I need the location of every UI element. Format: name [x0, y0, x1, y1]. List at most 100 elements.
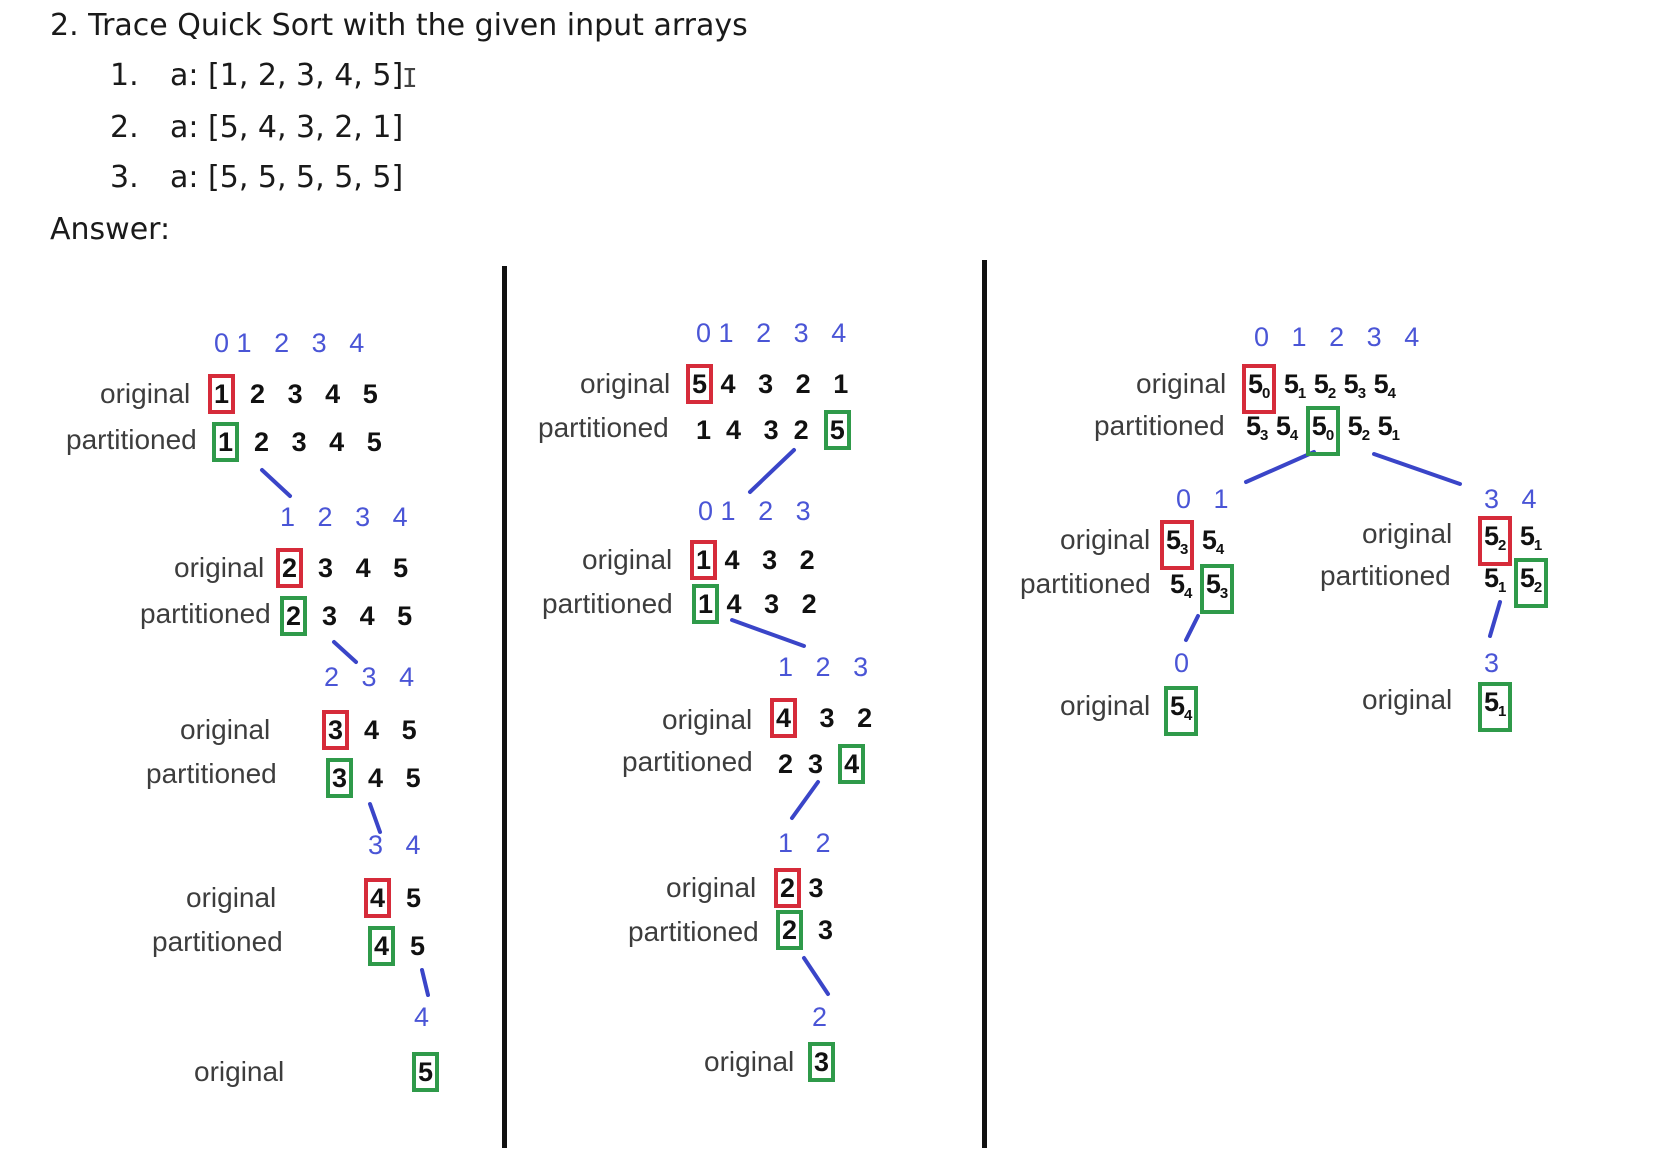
array-value: 1	[833, 369, 849, 399]
pivot-original-box: 53	[1160, 520, 1195, 570]
value-subscript: 0	[1325, 427, 1335, 444]
index-label: 4	[1521, 484, 1537, 514]
original-label: original	[174, 552, 265, 583]
original-label: original	[704, 1046, 795, 1077]
connector-line	[420, 968, 430, 997]
index-label: 4	[1404, 322, 1420, 352]
array-value: 5	[393, 553, 409, 583]
array-value: 4	[724, 545, 740, 575]
partitioned-array: 54 53	[1170, 564, 1235, 614]
array-value: 4	[359, 601, 375, 631]
value-subscript: 3	[1219, 585, 1229, 602]
index-label: 3	[368, 830, 384, 860]
original-array: 53 54	[1160, 520, 1224, 570]
connector-line	[790, 780, 820, 820]
original-array: 1 4 3 2	[690, 540, 815, 580]
value-subscript: 2	[1533, 579, 1543, 596]
index-label: 4	[831, 318, 847, 348]
index-label: 1	[778, 652, 794, 682]
pivot-final-box: 51	[1478, 682, 1513, 732]
array-value: 5	[362, 379, 378, 409]
original-label: original	[1060, 524, 1151, 555]
index-label: 2	[274, 328, 290, 358]
array-value: 3	[808, 749, 824, 779]
index-label: 4	[405, 830, 421, 860]
value-subscript: 2	[1327, 385, 1337, 402]
connector-line	[260, 468, 292, 498]
pivot-original-box: 5	[686, 364, 714, 404]
index-label: 2	[815, 828, 831, 858]
index-row: 1 2 3	[778, 652, 868, 683]
pivot-final-box: 4	[368, 926, 396, 966]
index-label: 2	[317, 502, 333, 532]
pivot-final-box: 52	[1513, 558, 1549, 608]
connector-line	[368, 802, 382, 834]
connector-line	[802, 956, 830, 996]
array-value: 5	[401, 715, 417, 745]
array-value: 5	[1484, 521, 1500, 551]
partitioned-label: partitioned	[146, 758, 277, 789]
original-array: 2 3 4 5	[276, 548, 408, 588]
array-value: 5	[1373, 369, 1389, 399]
original-array: 54	[1164, 686, 1199, 736]
index-label: 0	[1254, 322, 1270, 352]
index-row: 3 4	[368, 830, 421, 861]
pivot-final-box: 2	[280, 596, 308, 636]
array-value: 5	[397, 601, 413, 631]
array-value: 5	[1484, 563, 1500, 593]
array-value: 5	[406, 883, 422, 913]
list-number-3: 3.	[110, 160, 139, 195]
index-label: 2	[1329, 322, 1345, 352]
array-value: 5	[1311, 411, 1327, 441]
input-array-2: a: [5, 4, 3, 2, 1]	[170, 110, 404, 145]
original-label: original	[100, 378, 191, 409]
array-value: 4	[364, 715, 380, 745]
array-value: 5	[1519, 563, 1535, 593]
partitioned-label: partitioned	[1320, 560, 1451, 591]
array-value: 5	[1343, 369, 1359, 399]
array-value: 51	[1378, 411, 1400, 444]
index-label: 3	[795, 496, 811, 526]
array-value: 4	[368, 763, 384, 793]
pivot-final-box: 53	[1199, 564, 1235, 614]
array-value: 2	[857, 703, 873, 733]
array-value: 3	[762, 545, 778, 575]
connector-line	[1184, 614, 1200, 642]
value-subscript: 3	[1180, 541, 1189, 558]
pivot-final-box: 5	[823, 410, 851, 450]
index-label: 1	[1291, 322, 1307, 352]
array-value: 5	[1283, 369, 1299, 399]
array-value: 4	[720, 369, 736, 399]
index-label: 1	[720, 496, 736, 526]
array-value: 2	[793, 415, 809, 445]
array-value: 5	[1484, 687, 1500, 717]
partitioned-label: partitioned	[542, 588, 673, 619]
index-row: 3 4	[1484, 484, 1537, 515]
array-value: 51	[1484, 563, 1506, 596]
partitioned-label: partitioned	[1094, 410, 1225, 441]
input-array-1: a: [1, 2, 3, 4, 5]	[170, 58, 404, 93]
pivot-final-box: 3	[326, 758, 354, 798]
original-array: 52 51	[1478, 516, 1542, 566]
pivot-final-box: 2	[776, 910, 804, 950]
array-value: 3	[808, 873, 824, 903]
value-subscript: 1	[1391, 427, 1400, 444]
index-label: 2	[756, 318, 772, 348]
connector-line	[1488, 600, 1502, 638]
index-label: 2	[324, 662, 340, 692]
array-value: 3	[764, 589, 780, 619]
index-row: 3	[1484, 648, 1499, 679]
original-array: 5 4 3 2 1	[686, 364, 848, 404]
array-value: 54	[1202, 525, 1224, 558]
value-subscript: 2	[1361, 427, 1371, 444]
index-label: 3	[793, 318, 809, 348]
array-value: 5	[410, 931, 426, 961]
answer-label: Answer:	[50, 212, 171, 247]
connector-line	[1372, 452, 1462, 486]
array-value: 51	[1283, 369, 1306, 402]
array-value: 4	[355, 553, 371, 583]
array-value: 2	[778, 749, 794, 779]
pivot-original-box: 52	[1478, 516, 1513, 566]
original-array: 50 51 52 53 54	[1242, 364, 1396, 414]
